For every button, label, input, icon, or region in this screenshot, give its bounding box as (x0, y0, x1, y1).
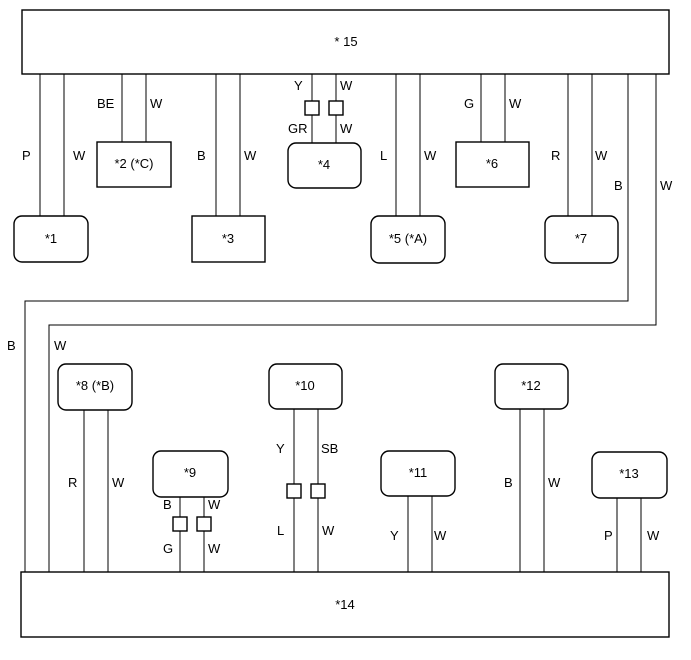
wire-label: W (244, 148, 257, 163)
component-14 (20, 571, 670, 638)
component-11-label: *11 (409, 465, 428, 480)
wire-label: W (434, 528, 447, 543)
component-2 (96, 141, 172, 188)
wire-label: W (647, 528, 660, 543)
wire-label: Y (390, 528, 399, 543)
wire-label: W (595, 148, 608, 163)
component-2-label: *2 (*C) (114, 156, 153, 171)
component-15-label: * 15 (334, 34, 357, 49)
component-9-label: *9 (184, 465, 196, 480)
component-14-label: *14 (335, 597, 355, 612)
connector-c10-right (310, 483, 326, 499)
wire-label: P (22, 148, 31, 163)
inline-connectors (172, 100, 344, 532)
component-5-label: *5 (*A) (389, 231, 427, 246)
component-4 (287, 142, 362, 189)
component-13 (591, 451, 668, 499)
wire-label: B (504, 475, 513, 490)
wire-label: W (112, 475, 125, 490)
component-1-label: *1 (45, 231, 57, 246)
wire-label: G (464, 96, 474, 111)
wire-label: BE (97, 96, 115, 111)
wire-label: W (660, 178, 673, 193)
wire-label: W (208, 541, 221, 556)
wire-label: B (7, 338, 16, 353)
wire-label: W (548, 475, 561, 490)
connector-c9-left (172, 516, 188, 532)
wire-label: W (322, 523, 335, 538)
component-10 (268, 363, 343, 410)
component-4-label: *4 (318, 157, 330, 172)
wire-label: B (614, 178, 623, 193)
wire-label: B (163, 497, 172, 512)
component-10-label: *10 (295, 378, 315, 393)
wire-label: SB (321, 441, 338, 456)
wire-label: GR (288, 121, 308, 136)
component-15 (21, 9, 670, 75)
component-5 (370, 215, 446, 264)
wire-label: B (197, 148, 206, 163)
wire-label: P (604, 528, 613, 543)
component-7-label: *7 (575, 231, 587, 246)
component-3 (191, 215, 266, 263)
wire-label: W (509, 96, 522, 111)
wire-label: W (150, 96, 163, 111)
connector-c4-right (328, 100, 344, 116)
component-6-label: *6 (486, 156, 498, 171)
wire-label: W (340, 78, 353, 93)
connector-c4-left (304, 100, 320, 116)
wire-label: W (54, 338, 67, 353)
wire-bus-w (48, 74, 657, 572)
wire-label: L (380, 148, 387, 163)
component-8 (57, 363, 133, 411)
component-11 (380, 450, 456, 497)
connector-c10-left (286, 483, 302, 499)
wire-color-labels: P W BE W B W Y W GR W L W G W R W B W B … (7, 78, 673, 556)
wire-label: W (340, 121, 353, 136)
wire-label: W (208, 497, 221, 512)
connector-c9-right (196, 516, 212, 532)
component-3-label: *3 (222, 231, 234, 246)
component-9 (152, 450, 229, 498)
wire-label: Y (294, 78, 303, 93)
wire-label: W (73, 148, 86, 163)
wire-label: G (163, 541, 173, 556)
component-8-label: *8 (*B) (76, 378, 114, 393)
wire-label: L (277, 523, 284, 538)
component-6 (455, 141, 530, 188)
component-12-label: *12 (521, 378, 541, 393)
component-12 (494, 363, 569, 410)
wires (24, 74, 657, 572)
component-boxes: * 15 *1 *2 (*C) *3 *4 *5 (*A) *6 *7 *8 (… (13, 9, 670, 638)
component-7 (544, 215, 619, 264)
wire-label: R (551, 148, 560, 163)
component-13-label: *13 (619, 466, 639, 481)
wire-label: R (68, 475, 77, 490)
wire-label: W (424, 148, 437, 163)
wire-label: Y (276, 441, 285, 456)
component-1 (13, 215, 89, 263)
wire-bus-b (24, 74, 629, 572)
